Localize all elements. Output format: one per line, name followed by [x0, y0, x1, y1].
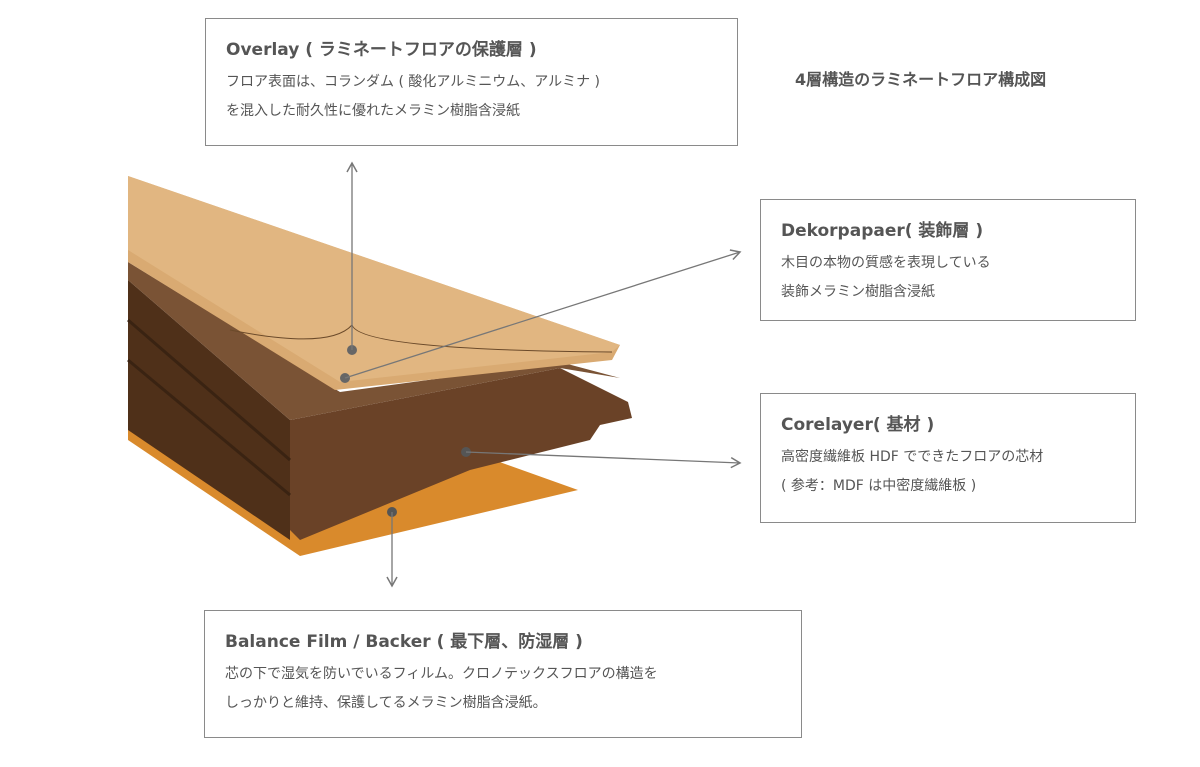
dekor-leader: [344, 249, 742, 379]
backer-line: 芯の下で湿気を防いでいるフィルム。クロノテックスフロアの構造を: [225, 666, 658, 682]
core-callout: Corelayer( 基材 ) 高密度繊維板 HDF でできたフロアの芯材 ( …: [760, 393, 1136, 523]
dekor-line: 装飾メラミン樹脂含浸紙: [781, 284, 935, 300]
core-line: ( 参考：MDF は中密度繊維板 ): [781, 478, 977, 494]
core-layer-top: [128, 262, 620, 420]
core-layer-side: [290, 368, 632, 540]
backer-layer: [128, 360, 578, 556]
backer-callout: Balance Film / Backer ( 最下層、防湿層 ) 芯の下で湿気…: [204, 610, 802, 738]
dekor-title: Dekorpapaer( 装飾層 ): [781, 221, 984, 241]
core-layer-front: [128, 280, 290, 540]
backer-title: Balance Film / Backer ( 最下層、防湿層 ): [225, 632, 583, 652]
core-leader: [465, 451, 742, 469]
overlay-callout: Overlay ( ラミネートフロアの保護層 ) フロア表面は、コランダム ( …: [205, 18, 738, 146]
diagram-title: 4層構造のラミネートフロア構成図: [795, 70, 1047, 89]
overlay-sheet: [128, 176, 620, 382]
overlay-title: Overlay ( ラミネートフロアの保護層 ): [226, 40, 537, 60]
backer-line: しっかりと維持、保護してるメラミン樹脂含浸紙。: [225, 695, 547, 711]
core-line: 高密度繊維板 HDF でできたフロアの芯材: [781, 449, 1044, 465]
dekor-callout: Dekorpapaer( 装飾層 ) 木目の本物の質感を表現している 装飾メラミ…: [760, 199, 1136, 321]
core-title: Corelayer( 基材 ): [781, 415, 935, 435]
dekor-line: 木目の本物の質感を表現している: [781, 255, 991, 271]
overlay-line: フロア表面は、コランダム ( 酸化アルミニウム、アルミナ ): [226, 74, 600, 90]
overlay-line: を混入した耐久性に優れたメラミン樹脂含浸紙: [226, 103, 520, 119]
